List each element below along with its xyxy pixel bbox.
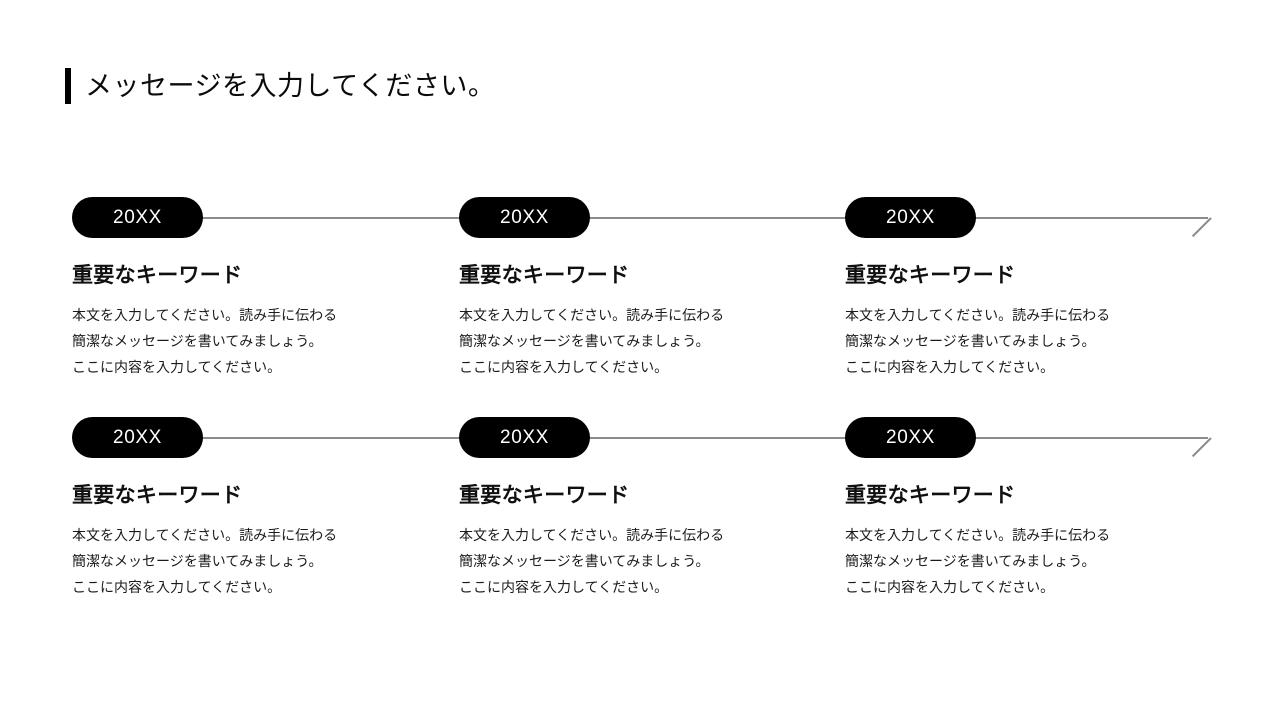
entry-body: 本文を入力してください。読み手に伝わる 簡潔なメッセージを書いてみましょう。 こ… <box>459 302 819 380</box>
entry-body-line: 簡潔なメッセージを書いてみましょう。 <box>845 333 1096 350</box>
entry-body-line: 簡潔なメッセージを書いてみましょう。 <box>459 553 710 570</box>
entry-body-line: 簡潔なメッセージを書いてみましょう。 <box>72 333 323 350</box>
year-badge[interactable]: 20XX <box>72 197 203 238</box>
year-badge-label: 20XX <box>113 427 162 448</box>
entry-body-line: 本文を入力してください。読み手に伝わる <box>72 307 338 324</box>
timeline-entry[interactable]: 20XX 重要なキーワード 本文を入力してください。読み手に伝わる 簡潔なメッセ… <box>72 417 432 600</box>
year-badge-label: 20XX <box>886 427 935 448</box>
entry-body-line: 簡潔なメッセージを書いてみましょう。 <box>845 553 1096 570</box>
entry-body-line: ここに内容を入力してください。 <box>459 359 669 376</box>
year-badge[interactable]: 20XX <box>845 197 976 238</box>
entry-body-line: ここに内容を入力してください。 <box>845 579 1055 596</box>
entry-body: 本文を入力してください。読み手に伝わる 簡潔なメッセージを書いてみましょう。 こ… <box>72 302 432 380</box>
year-badge-label: 20XX <box>500 427 549 448</box>
entry-body: 本文を入力してください。読み手に伝わる 簡潔なメッセージを書いてみましょう。 こ… <box>845 522 1205 600</box>
entry-body: 本文を入力してください。読み手に伝わる 簡潔なメッセージを書いてみましょう。 こ… <box>72 522 432 600</box>
entry-body: 本文を入力してください。読み手に伝わる 簡潔なメッセージを書いてみましょう。 こ… <box>459 522 819 600</box>
entry-body-line: ここに内容を入力してください。 <box>845 359 1055 376</box>
year-badge[interactable]: 20XX <box>72 417 203 458</box>
entry-heading: 重要なキーワード <box>72 264 243 287</box>
entry-body-line: ここに内容を入力してください。 <box>459 579 669 596</box>
entry-heading: 重要なキーワード <box>845 484 1016 507</box>
timeline-entry[interactable]: 20XX 重要なキーワード 本文を入力してください。読み手に伝わる 簡潔なメッセ… <box>459 417 819 600</box>
entry-heading: 重要なキーワード <box>459 484 630 507</box>
year-badge[interactable]: 20XX <box>459 197 590 238</box>
entry-heading: 重要なキーワード <box>845 264 1016 287</box>
page-title-text: メッセージを入力してください。 <box>85 70 496 101</box>
entry-body-line: 本文を入力してください。読み手に伝わる <box>459 307 725 324</box>
entry-body-line: 簡潔なメッセージを書いてみましょう。 <box>72 553 323 570</box>
year-badge-label: 20XX <box>500 207 549 228</box>
entry-body-line: 簡潔なメッセージを書いてみましょう。 <box>459 333 710 350</box>
entry-heading: 重要なキーワード <box>72 484 243 507</box>
timeline-axis-line <box>130 437 1208 439</box>
timeline-row-2: 20XX 重要なキーワード 本文を入力してください。読み手に伝わる 簡潔なメッセ… <box>0 417 1280 637</box>
timeline-entry[interactable]: 20XX 重要なキーワード 本文を入力してください。読み手に伝わる 簡潔なメッセ… <box>72 197 432 380</box>
timeline-entry[interactable]: 20XX 重要なキーワード 本文を入力してください。読み手に伝わる 簡潔なメッセ… <box>459 197 819 380</box>
entry-body-line: ここに内容を入力してください。 <box>72 359 282 376</box>
timeline-row-1: 20XX 重要なキーワード 本文を入力してください。読み手に伝わる 簡潔なメッセ… <box>0 197 1280 417</box>
entry-body-line: 本文を入力してください。読み手に伝わる <box>459 527 725 544</box>
entry-body-line: 本文を入力してください。読み手に伝わる <box>72 527 338 544</box>
timeline-entry[interactable]: 20XX 重要なキーワード 本文を入力してください。読み手に伝わる 簡潔なメッセ… <box>845 417 1205 600</box>
year-badge-label: 20XX <box>886 207 935 228</box>
title-accent-bar <box>65 68 71 104</box>
year-badge-label: 20XX <box>113 207 162 228</box>
year-badge[interactable]: 20XX <box>459 417 590 458</box>
entry-body: 本文を入力してください。読み手に伝わる 簡潔なメッセージを書いてみましょう。 こ… <box>845 302 1205 380</box>
timeline-entry[interactable]: 20XX 重要なキーワード 本文を入力してください。読み手に伝わる 簡潔なメッセ… <box>845 197 1205 380</box>
entry-heading: 重要なキーワード <box>459 264 630 287</box>
entry-body-line: ここに内容を入力してください。 <box>72 579 282 596</box>
page-title: メッセージを入力してください。 <box>65 68 495 104</box>
timeline-axis-line <box>130 217 1208 219</box>
entry-body-line: 本文を入力してください。読み手に伝わる <box>845 527 1111 544</box>
year-badge[interactable]: 20XX <box>845 417 976 458</box>
entry-body-line: 本文を入力してください。読み手に伝わる <box>845 307 1111 324</box>
